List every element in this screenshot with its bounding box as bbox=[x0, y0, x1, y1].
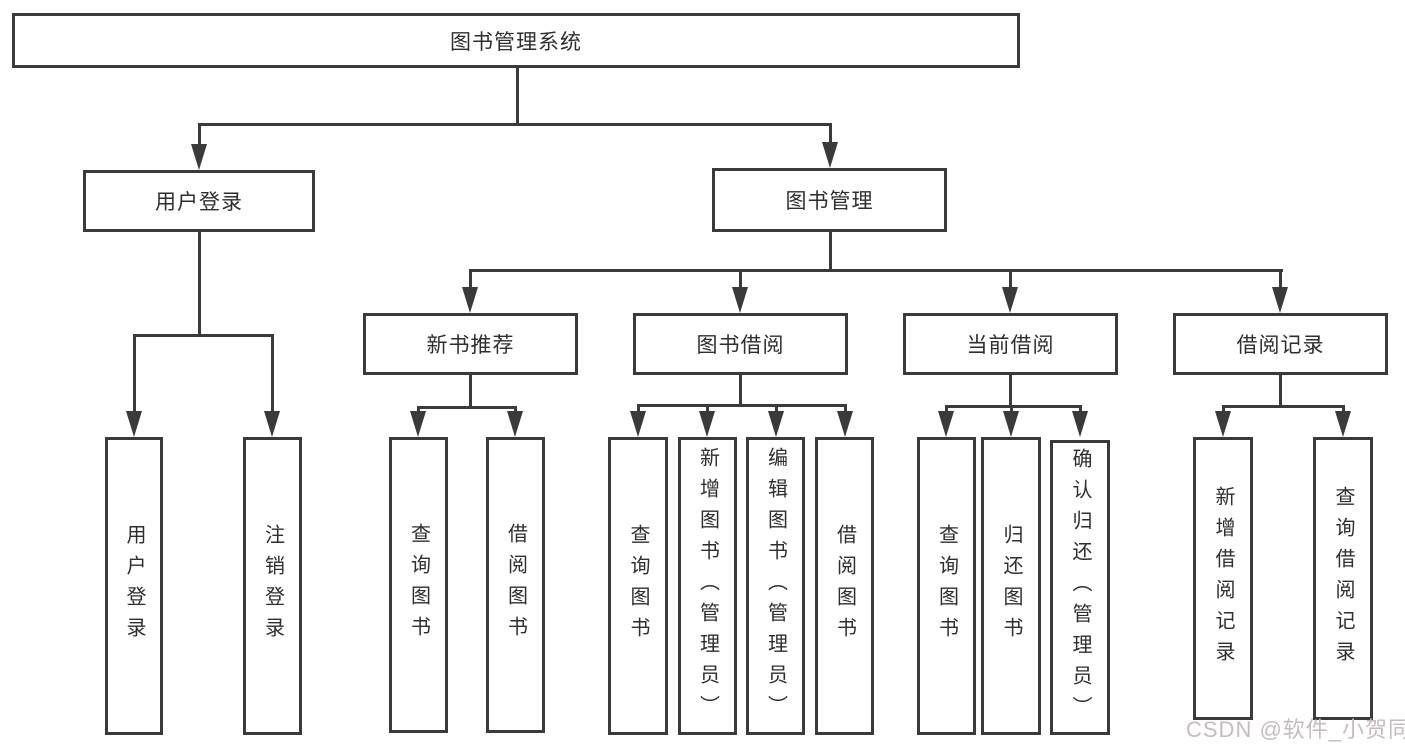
connector-to-query-record bbox=[1341, 406, 1345, 413]
leaf-query-books-current-label: 查询图书 bbox=[935, 524, 958, 648]
connector-to-query3 bbox=[944, 406, 948, 413]
connector-current-split bbox=[944, 404, 1082, 408]
node-current-borrowing-label: 当前借阅 bbox=[966, 334, 1055, 357]
node-new-book-recommendation: 新书推荐 bbox=[363, 313, 578, 375]
node-root-label: 图书管理系统 bbox=[450, 30, 582, 54]
connector-to-book-management bbox=[828, 124, 832, 146]
arrowhead-leaf-logout-icon bbox=[264, 411, 280, 437]
leaf-query-books-current: 查询图书 bbox=[917, 437, 976, 735]
leaf-add-borrow-record-label: 新增借阅记录 bbox=[1212, 485, 1234, 672]
connector-to-add-record bbox=[1221, 406, 1225, 413]
csdn-watermark: CSDN @软件_小贺同学 bbox=[1186, 717, 1405, 742]
connector-mgmt-stem bbox=[828, 232, 832, 270]
connector-to-recommend bbox=[468, 270, 472, 291]
arrowhead-query1-icon bbox=[410, 411, 426, 437]
leaf-add-borrow-record: 新增借阅记录 bbox=[1193, 437, 1253, 720]
connector-mgmt-split bbox=[468, 268, 1283, 272]
connector-borrowing-stem bbox=[738, 375, 742, 405]
connector-recommend-split bbox=[416, 405, 517, 409]
leaf-borrow-books-borrowing: 借阅图书 bbox=[815, 437, 874, 735]
connector-borrowing-split bbox=[636, 403, 847, 407]
connector-recommend-stem bbox=[468, 375, 472, 407]
connector-to-user-login bbox=[197, 124, 201, 148]
leaf-query-books-borrowing-label: 查询图书 bbox=[627, 524, 649, 648]
connector-to-borrow2 bbox=[843, 405, 847, 413]
leaf-user-login-label: 用户登录 bbox=[123, 524, 145, 648]
arrowhead-borrow1-icon bbox=[507, 411, 523, 437]
leaf-borrow-books-recommend-label: 借阅图书 bbox=[504, 523, 527, 647]
leaf-query-books-recommend: 查询图书 bbox=[389, 437, 448, 733]
arrowhead-book-management-icon bbox=[822, 142, 838, 168]
leaf-edit-book-admin-label: 编辑图书（管理员） bbox=[764, 446, 787, 726]
arrowhead-query-record-icon bbox=[1335, 411, 1351, 437]
arrowhead-add-record-icon bbox=[1215, 411, 1231, 437]
connector-root-split bbox=[197, 122, 832, 126]
node-book-management: 图书管理 bbox=[712, 168, 947, 232]
node-borrowing-records-label: 借阅记录 bbox=[1236, 334, 1325, 357]
leaf-return-books-label: 归还图书 bbox=[1000, 524, 1022, 648]
arrowhead-user-login-icon bbox=[191, 144, 207, 170]
connector-to-leaf-logout bbox=[270, 335, 274, 415]
connector-to-borrowing bbox=[738, 270, 742, 291]
leaf-borrow-books-borrowing-label: 借阅图书 bbox=[833, 524, 856, 648]
arrowhead-borrow2-icon bbox=[837, 411, 853, 437]
connector-to-add-book bbox=[705, 405, 709, 413]
leaf-query-books-borrowing: 查询图书 bbox=[608, 437, 668, 735]
connector-to-records bbox=[1278, 270, 1282, 291]
arrowhead-return-icon bbox=[1003, 411, 1019, 437]
node-user-login-label: 用户登录 bbox=[155, 191, 243, 214]
connector-to-edit-book bbox=[774, 405, 778, 413]
arrowhead-recommend-icon bbox=[462, 287, 478, 313]
node-user-login: 用户登录 bbox=[83, 170, 315, 232]
leaf-return-books: 归还图书 bbox=[981, 437, 1041, 735]
leaf-add-book-admin: 新增图书（管理员） bbox=[678, 437, 737, 735]
arrowhead-records-icon bbox=[1272, 287, 1288, 313]
arrowhead-add-book-icon bbox=[699, 411, 715, 437]
node-book-management-label: 图书管理 bbox=[785, 190, 874, 213]
connector-login-stem bbox=[197, 232, 201, 335]
connector-login-split bbox=[132, 333, 274, 337]
connector-to-leaf-login bbox=[132, 335, 136, 415]
leaf-confirm-return-admin-label: 确认归还（管理员） bbox=[1069, 448, 1091, 727]
node-current-borrowing: 当前借阅 bbox=[903, 313, 1118, 375]
connector-to-current bbox=[1008, 270, 1012, 291]
node-root: 图书管理系统 bbox=[12, 13, 1020, 68]
node-borrowing-records: 借阅记录 bbox=[1173, 313, 1388, 375]
connector-records-split bbox=[1221, 404, 1345, 408]
arrowhead-current-icon bbox=[1002, 287, 1018, 313]
connector-to-confirm-return bbox=[1078, 406, 1082, 413]
arrowhead-leaf-login-icon bbox=[126, 411, 142, 437]
connector-to-return bbox=[1009, 406, 1013, 413]
node-book-borrowing: 图书借阅 bbox=[633, 313, 848, 375]
leaf-user-login: 用户登录 bbox=[105, 437, 163, 735]
connector-to-query2 bbox=[636, 405, 640, 413]
leaf-borrow-books-recommend: 借阅图书 bbox=[486, 437, 545, 733]
leaf-add-book-admin-label: 新增图书（管理员） bbox=[696, 446, 719, 726]
connector-records-stem bbox=[1278, 375, 1282, 406]
node-new-book-recommendation-label: 新书推荐 bbox=[426, 334, 515, 357]
arrowhead-query2-icon bbox=[630, 411, 646, 437]
leaf-query-borrow-record: 查询借阅记录 bbox=[1313, 437, 1373, 720]
arrowhead-edit-book-icon bbox=[768, 411, 784, 437]
arrowhead-query3-icon bbox=[938, 411, 954, 437]
leaf-query-books-recommend-label: 查询图书 bbox=[407, 523, 430, 647]
node-book-borrowing-label: 图书借阅 bbox=[696, 334, 785, 357]
connector-root-stem bbox=[515, 68, 519, 124]
leaf-logout: 注销登录 bbox=[243, 437, 302, 735]
leaf-edit-book-admin: 编辑图书（管理员） bbox=[746, 437, 805, 735]
leaf-query-borrow-record-label: 查询借阅记录 bbox=[1332, 485, 1354, 672]
leaf-confirm-return-admin: 确认归还（管理员） bbox=[1050, 440, 1110, 735]
arrowhead-borrowing-icon bbox=[732, 287, 748, 313]
leaf-logout-label: 注销登录 bbox=[261, 524, 284, 648]
arrowhead-confirm-return-icon bbox=[1072, 411, 1088, 437]
connector-current-stem bbox=[1008, 375, 1012, 406]
